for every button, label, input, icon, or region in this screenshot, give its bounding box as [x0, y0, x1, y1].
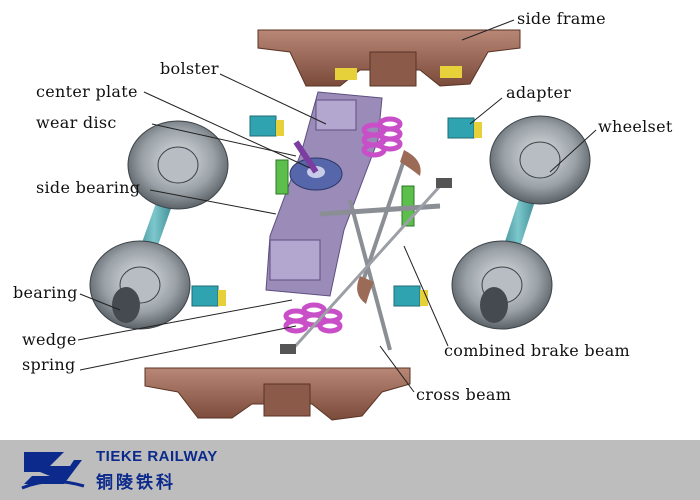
label-side-bearing: side bearing [36, 178, 141, 197]
label-adapter: adapter [506, 83, 572, 102]
label-bolster: bolster [160, 59, 219, 78]
brand-name-cn: 铜陵铁科 [96, 473, 176, 493]
leader-lines [77, 19, 597, 393]
label-side-frame: side frame [517, 9, 606, 28]
side-frame-bottom [144, 367, 411, 421]
label-bearing: bearing [13, 283, 78, 302]
center-plate [289, 140, 343, 191]
springs [283, 116, 403, 334]
bolster [265, 91, 383, 297]
label-wedge: wedge [22, 330, 77, 349]
brand-name-en: TIEKE RAILWAY [96, 448, 218, 465]
label-wheelset: wheelset [598, 117, 673, 136]
label-cross-beam: cross beam [416, 385, 512, 404]
company-logo [21, 452, 85, 490]
left-wheelset [89, 120, 229, 330]
brake-beam [280, 150, 452, 354]
right-wheelset [451, 115, 591, 330]
label-center-plate: center plate [36, 82, 138, 101]
side-frame-top [257, 29, 521, 87]
label-combined-brake-beam: combined brake beam [444, 341, 631, 360]
label-wear-disc: wear disc [36, 113, 117, 132]
footer-bar [0, 440, 700, 500]
bogie-diagram [77, 19, 597, 421]
label-spring: spring [22, 355, 76, 374]
adapters [191, 115, 482, 307]
